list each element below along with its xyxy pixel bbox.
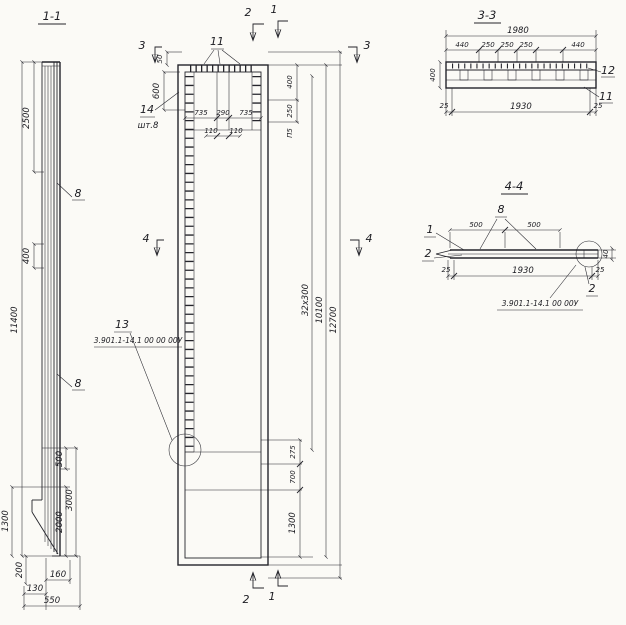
dim-110a: 110 — [204, 127, 218, 135]
pos-label-1-44: 1 — [427, 223, 434, 236]
dim-130: 130 — [27, 584, 43, 594]
dim-440b: 440 — [571, 41, 585, 49]
dim-1980: 1980 — [507, 26, 529, 36]
section-marker-3-right: 3 — [364, 39, 371, 52]
pos-label-11-33: 11 — [599, 90, 613, 103]
pos-label-8a: 8 — [75, 187, 82, 200]
dim-110b: 110 — [229, 127, 243, 135]
dim-12700: 12700 — [329, 306, 339, 333]
view-section-3-3: 3-3 1980 440 250 250 250 440 400 — [429, 8, 615, 116]
dim-1930-44: 1930 — [512, 266, 534, 276]
dim-550: 550 — [44, 596, 60, 606]
dim-700: 700 — [289, 470, 297, 484]
pos-label-13: 13 — [115, 318, 129, 331]
dim-10100: 10100 — [315, 296, 325, 323]
dim-1930-33: 1930 — [510, 102, 532, 112]
dim-25a-44: 25 — [442, 266, 451, 274]
dim-11400: 11400 — [10, 306, 20, 333]
dim-25b-44: 25 — [596, 266, 605, 274]
dim-3000: 3000 — [65, 489, 75, 511]
dim-250c: 250 — [519, 41, 533, 49]
dim-735a: 735 — [194, 109, 208, 117]
dim-500b: 500 — [527, 221, 541, 229]
pos-label-8-44: 8 — [498, 203, 505, 216]
section-marker-2-top: 2 — [245, 6, 252, 19]
dim-250b: 250 — [500, 41, 514, 49]
pos-label-14: 14 — [140, 103, 154, 116]
section-marker-2-bottom: 2 — [243, 593, 250, 606]
detail-circle-2 — [575, 240, 603, 268]
view-section-4-4: 4-4 1 2 8 500 500 25 1 — [422, 179, 616, 311]
pos-label-2b-44: 2 — [589, 282, 596, 295]
dim-400: 400 — [22, 248, 32, 264]
view-title-4-4: 4-4 — [505, 179, 524, 193]
dim-400-right: 400 — [286, 75, 294, 89]
detail-circle-13 — [168, 433, 202, 467]
dim-600: 600 — [152, 83, 162, 99]
view-main-elevation: 735 290 735 110 110 50 600 11 14 шт.8 13… — [94, 3, 373, 606]
dim-250: 250 — [286, 104, 294, 118]
dim-2500: 2500 — [22, 107, 32, 129]
section-marker-4-right: 4 — [366, 232, 373, 245]
view-section-1-1: 1-1 11400 2500 400 8 8 — [1, 9, 85, 610]
dim-32x300: 32х300 — [301, 284, 311, 316]
dim-50: 50 — [156, 54, 164, 63]
dim-400-33: 400 — [429, 68, 437, 82]
dim-290: 290 — [216, 109, 230, 117]
pos-label-8b: 8 — [75, 377, 82, 390]
dim-40: 40 — [602, 249, 610, 258]
pos-label-11: 11 — [210, 35, 224, 48]
pos-label-2-44: 2 — [425, 247, 432, 260]
dim-250a: 250 — [481, 41, 495, 49]
dim-500: 500 — [55, 451, 65, 467]
dim-440a: 440 — [455, 41, 469, 49]
dim-200: 200 — [15, 562, 25, 578]
doc-code-13: 3.901.1-14.1 00 00 00У — [94, 336, 183, 345]
dim-735b: 735 — [239, 109, 253, 117]
dim-1300-main: 1300 — [288, 512, 298, 534]
doc-code-44: 3.901.1-14.1 00 00У — [502, 299, 579, 308]
section-marker-3-left: 3 — [139, 39, 146, 52]
pos-label-12: 12 — [601, 64, 615, 77]
view-title-3-3: 3-3 — [478, 8, 497, 22]
dim-2000: 2000 — [55, 511, 65, 533]
dim-1300: 1300 — [1, 510, 11, 532]
section-marker-1-top: 1 — [271, 3, 278, 16]
view-title-1-1: 1-1 — [43, 9, 62, 23]
label-p5: П5 — [286, 128, 294, 138]
dim-160: 160 — [50, 570, 66, 580]
dim-25a-33: 25 — [440, 102, 449, 110]
section-marker-4-left: 4 — [143, 232, 150, 245]
dim-500a: 500 — [469, 221, 483, 229]
qty-label-14: шт.8 — [138, 121, 159, 131]
dim-275: 275 — [289, 445, 297, 459]
section-marker-1-bottom: 1 — [269, 590, 276, 603]
dim-25b-33: 25 — [594, 102, 603, 110]
